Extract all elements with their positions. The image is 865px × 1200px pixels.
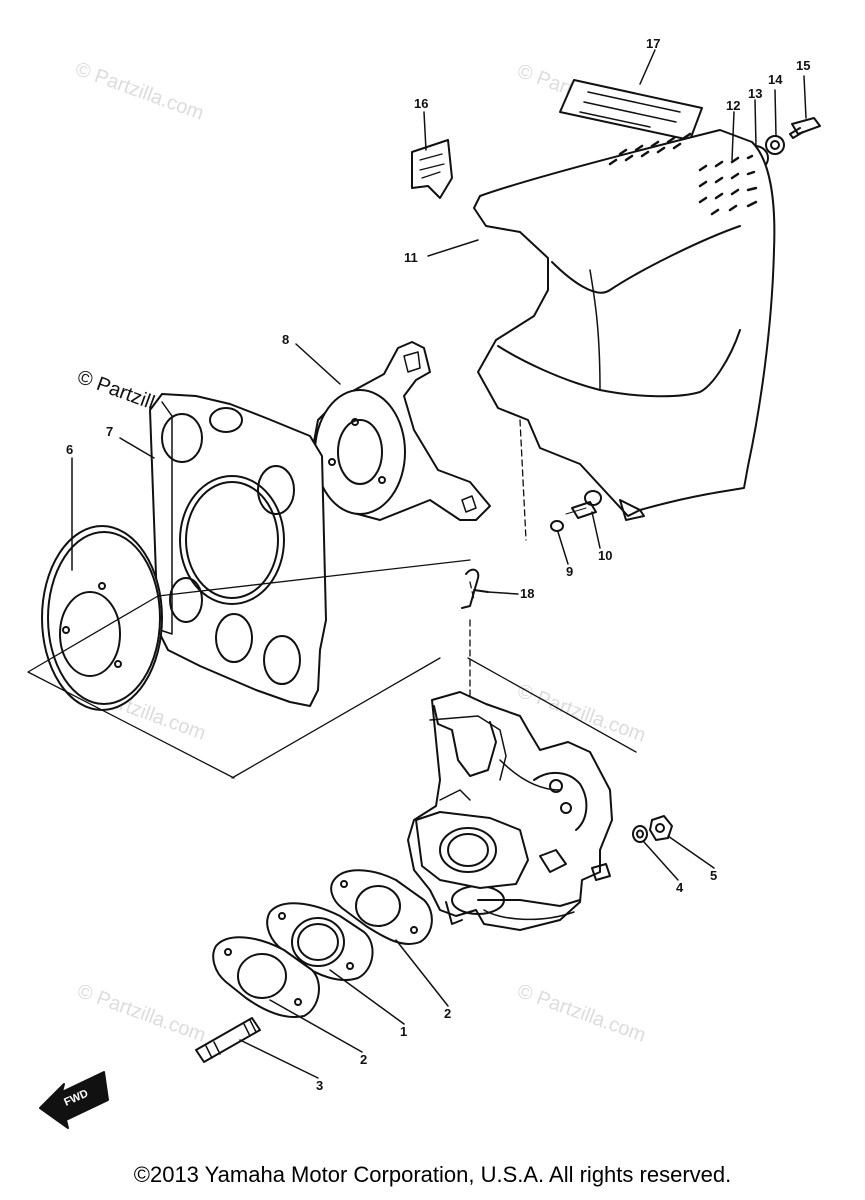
callout-9: 9 [566,564,573,579]
part-2-gasket-front [212,936,320,1018]
part-9-washer [550,520,564,532]
forward-arrow-icon: FWD [39,1071,109,1129]
callout-17: 17 [646,36,660,51]
part-1-insulator [266,902,374,982]
callout-18: 18 [520,586,534,601]
callout-11: 11 [404,250,418,265]
part-5-nut [649,815,673,841]
part-10-bolt [565,490,602,519]
callout-8: 8 [282,332,289,347]
callout-numbers: 17 16 12 13 14 15 11 8 7 6 9 10 18 5 4 2… [66,36,810,1093]
copyright-footer: ©2013 Yamaha Motor Corporation, U.S.A. A… [133,1162,732,1187]
callout-2: 2 [444,1006,451,1021]
part-15-screw [789,117,821,139]
carburetor-body [407,691,613,931]
part-2-gasket-rear [330,869,433,945]
callout-2: 2 [360,1052,367,1067]
leader-lines [71,49,807,1079]
callout-14: 14 [768,72,783,87]
callout-12: 12 [726,98,740,113]
callout-13: 13 [748,86,762,101]
callout-6: 6 [66,442,73,457]
callout-16: 16 [414,96,428,111]
part-6-round-plate [41,525,163,711]
part-14-washer [765,135,785,155]
part-16-tag [411,139,453,199]
part-7-gasket-plate [149,393,327,707]
callout-3: 3 [316,1078,323,1093]
part-8-adapter [311,341,491,521]
part-11-intake-cover [473,129,776,521]
callout-10: 10 [598,548,612,563]
assembly-guide-box [27,559,637,779]
callout-4: 4 [676,880,684,895]
part-18-clip [461,568,489,609]
part-3-stud-bolt [195,1017,261,1063]
alignment-line [469,419,527,705]
callout-7: 7 [106,424,113,439]
callout-15: 15 [796,58,810,73]
part-17-label-plate [559,79,703,141]
callout-1: 1 [400,1024,407,1039]
callout-5: 5 [710,868,717,883]
part-4-washer [632,825,648,843]
